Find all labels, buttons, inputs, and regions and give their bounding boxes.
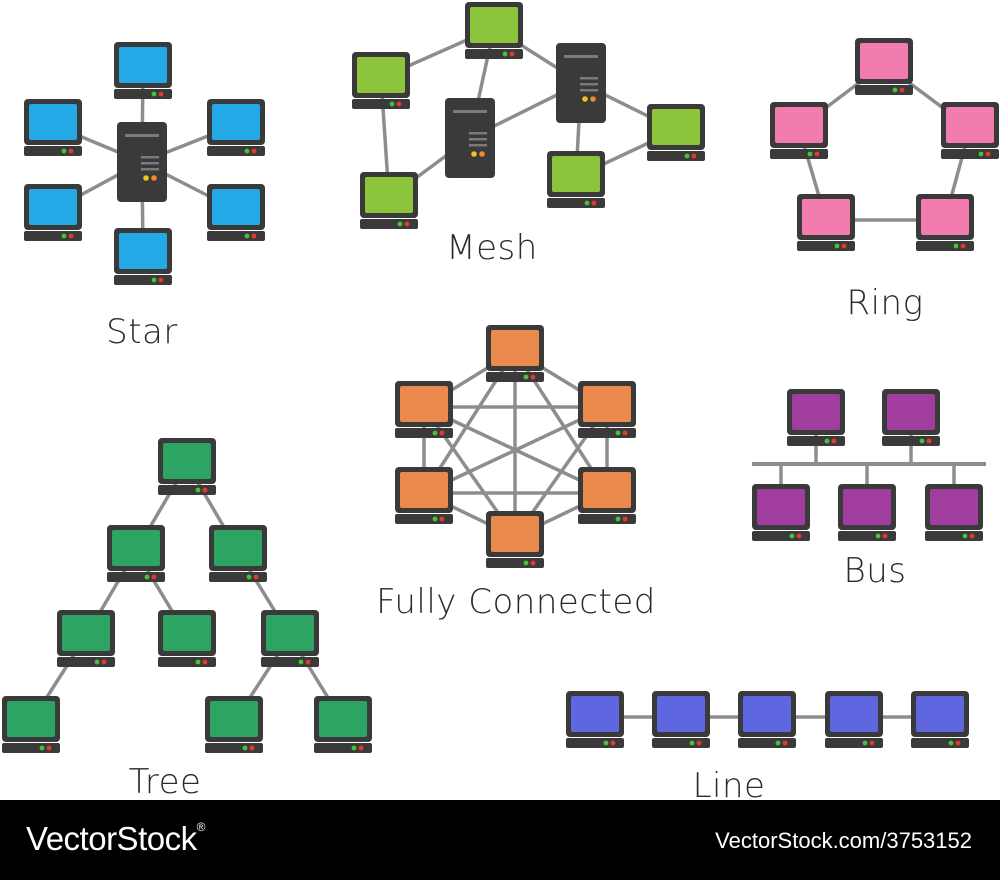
tree-computer <box>209 525 267 582</box>
mesh-server <box>445 98 495 178</box>
line-label: Line <box>693 766 766 800</box>
fully-connected-label: Fully Connected <box>376 582 656 622</box>
fully-connected-computer <box>395 381 453 438</box>
ring-label: Ring <box>846 283 923 323</box>
devices-layer <box>2 2 999 753</box>
mesh-computer <box>360 172 418 229</box>
line-computer <box>911 691 969 748</box>
star-computer <box>114 42 172 99</box>
mesh-server <box>556 43 606 123</box>
mesh-computer <box>647 104 705 161</box>
mesh-computer <box>352 52 410 109</box>
ring-computer <box>770 102 828 159</box>
tree-computer <box>107 525 165 582</box>
star-hub-server <box>117 122 167 202</box>
brand-logo: VectorStock® <box>26 820 205 858</box>
line-computer <box>738 691 796 748</box>
star-computer <box>24 184 82 241</box>
fully-connected-cable <box>422 405 609 495</box>
fully-connected-computer <box>578 381 636 438</box>
tree-computer <box>2 696 60 753</box>
bus-computer <box>925 484 983 541</box>
tree-computer <box>205 696 263 753</box>
fully-connected-computer <box>578 467 636 524</box>
brand-registered-mark: ® <box>196 820 206 834</box>
bus-computer <box>787 389 845 446</box>
tree-label: Tree <box>129 762 202 800</box>
bus-computer <box>882 389 940 446</box>
line-computer <box>825 691 883 748</box>
tree-computer <box>261 610 319 667</box>
mesh-computer <box>547 151 605 208</box>
bus-label: Bus <box>843 551 906 591</box>
tree-computer <box>314 696 372 753</box>
fully-connected-computer <box>486 511 544 568</box>
fully-connected-computer <box>486 325 544 382</box>
star-computer <box>207 184 265 241</box>
ring-computer <box>855 38 913 95</box>
tree-computer <box>57 610 115 667</box>
ring-computer <box>797 194 855 251</box>
star-computer <box>114 228 172 285</box>
ring-computer <box>941 102 999 159</box>
star-label: Star <box>106 312 178 352</box>
mesh-label: Mesh <box>446 228 538 268</box>
brand-name: VectorStock <box>26 820 197 857</box>
fully-connected-computer <box>395 467 453 524</box>
star-computer <box>24 99 82 156</box>
tree-computer <box>158 438 216 495</box>
image-id: VectorStock.com/3753152 <box>715 828 972 853</box>
mesh-computer <box>465 2 523 59</box>
line-computer <box>652 691 710 748</box>
bus-computer <box>838 484 896 541</box>
bus-computer <box>752 484 810 541</box>
star-computer <box>207 99 265 156</box>
network-topologies-diagram: Star Mesh Ring Fully Connected Bus Tree … <box>2 2 999 800</box>
ring-computer <box>916 194 974 251</box>
line-computer <box>566 691 624 748</box>
tree-computer <box>158 610 216 667</box>
footer-bar: VectorStock® VectorStock.com/3753152 <box>0 800 1000 880</box>
